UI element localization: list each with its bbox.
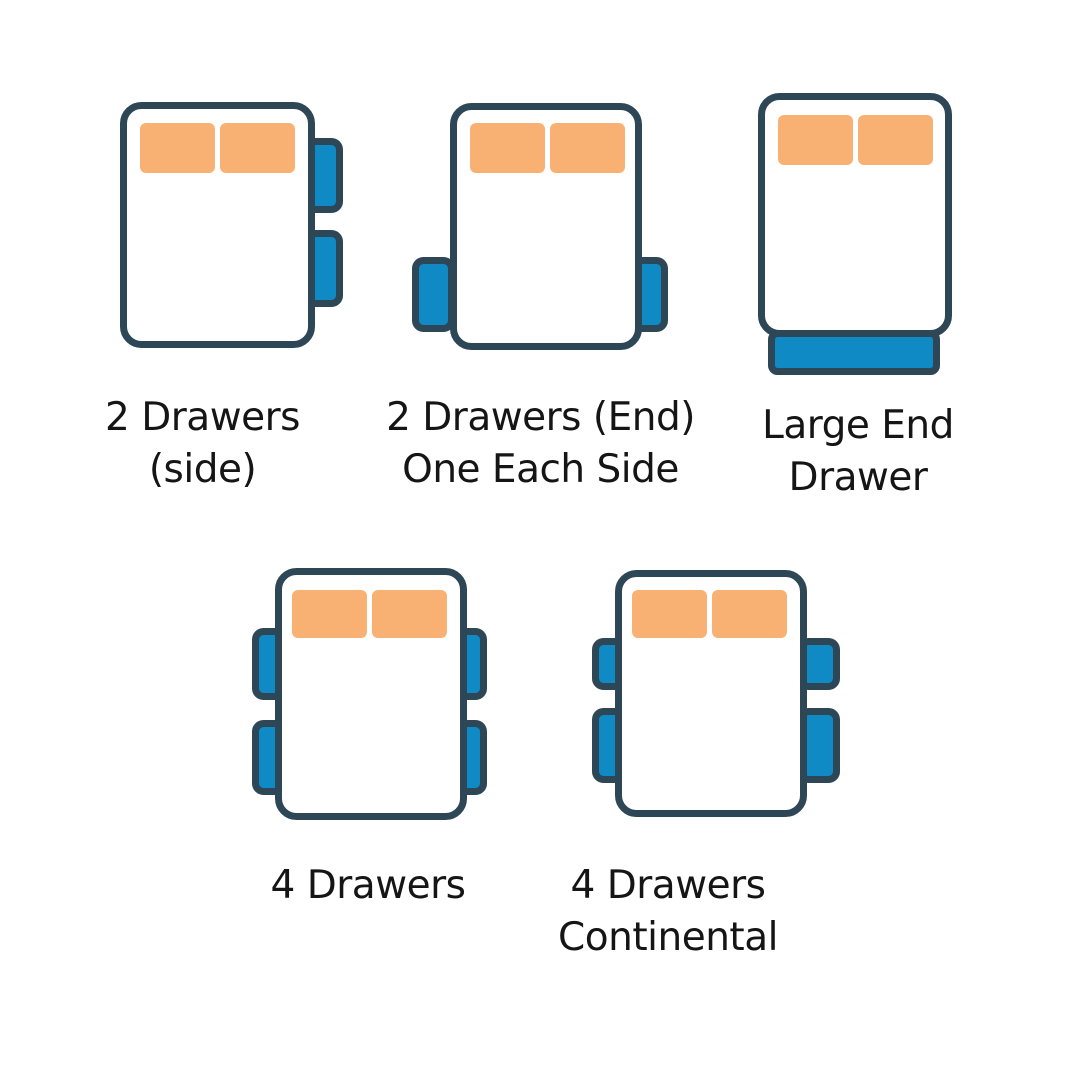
figure-label: 2 Drawers (End) One Each Side <box>368 392 713 496</box>
figure-label-line1: Large End <box>762 403 954 448</box>
bed-diagram-4-drawers-icon <box>252 568 487 820</box>
figure-label-line1: 2 Drawers <box>105 395 300 440</box>
pillow-left <box>778 115 853 165</box>
figure-label-line2: (side) <box>148 447 257 492</box>
pillow-right <box>550 123 625 173</box>
pillow-left <box>140 123 215 173</box>
figure-label: 4 Drawers Continental <box>528 860 808 964</box>
pillow-right <box>712 590 787 638</box>
figure-label: Large End Drawer <box>718 400 998 504</box>
figure-label-line2: One Each Side <box>402 447 679 492</box>
bed-diagram-4-drawers-continental-icon <box>592 570 840 817</box>
figure-label-line1: 2 Drawers (End) <box>386 395 695 440</box>
pillow-left <box>292 590 367 638</box>
figure-label-line2: Continental <box>558 915 778 960</box>
pillow-right <box>220 123 295 173</box>
figure-label: 4 Drawers <box>228 860 508 912</box>
bed-diagram-2-drawers-side-icon <box>120 102 343 348</box>
figure-label: 2 Drawers (side) <box>60 392 345 496</box>
pillow-right <box>858 115 933 165</box>
figure-label-line1: 4 Drawers <box>570 863 766 908</box>
bed-diagram-2-drawers-end-icon <box>412 103 668 350</box>
pillow-left <box>632 590 707 638</box>
figure-label-line2: Drawer <box>788 455 928 500</box>
pillow-left <box>470 123 545 173</box>
figure-label-line1: 4 Drawers <box>270 863 466 908</box>
bed-diagram-large-end-drawer-icon <box>758 93 952 375</box>
pillow-right <box>372 590 447 638</box>
